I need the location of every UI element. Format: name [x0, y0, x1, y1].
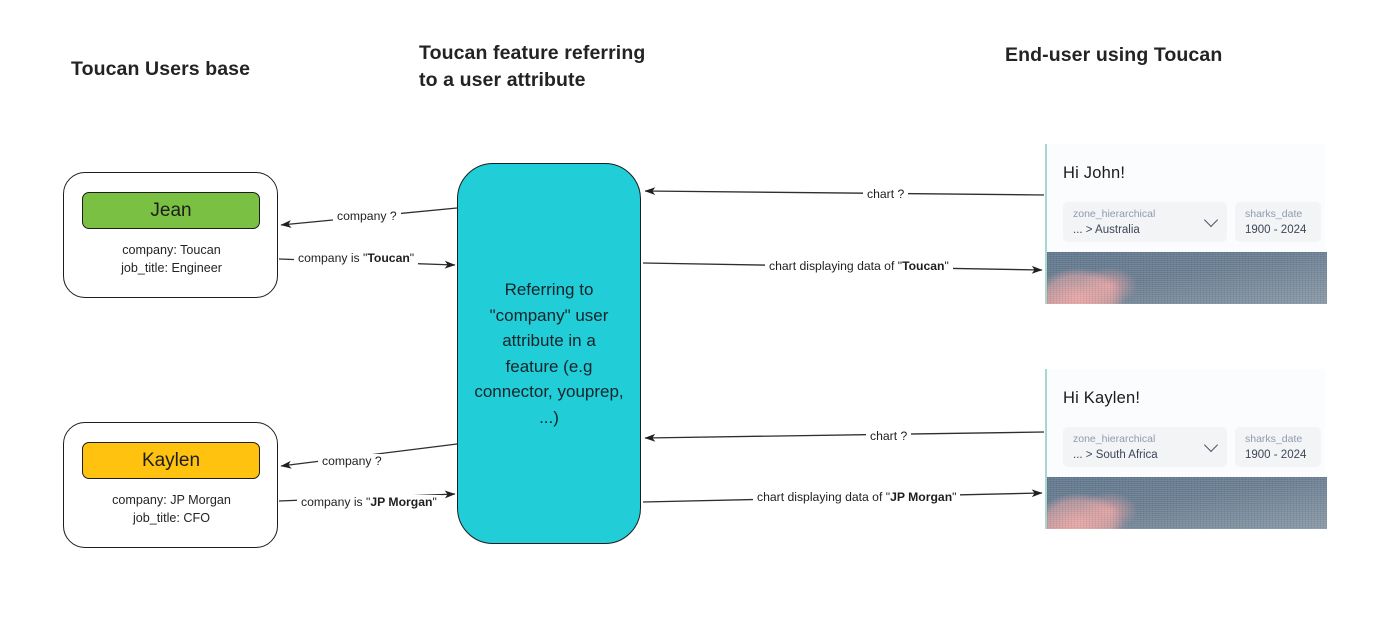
arrow-label-jean-answer-value: Toucan [367, 251, 410, 265]
user-attribute-company-jean: company: Toucan [122, 243, 221, 257]
user-attribute-jobtitle-jean: job_title: Engineer [121, 261, 222, 275]
arrow-label-kaylen-answer-suffix: " [432, 495, 437, 509]
filter-label: sharks_date [1245, 208, 1303, 220]
filter-value: 1900 - 2024 [1245, 449, 1307, 461]
arrow-label-kaylen-answer-prefix: company is " [301, 495, 371, 509]
dashboard-john: Hi John! zone_hierarchical ... > Austral… [1045, 144, 1327, 304]
feature-box-text: Referring to "company" user attribute in… [474, 280, 624, 427]
filter-sharks-date-kaylen[interactable]: sharks_date 1900 - 2024 [1235, 427, 1321, 467]
column-heading-feature-line1: Toucan feature referring [419, 42, 646, 64]
column-heading-end-user: End-user using Toucan [1005, 44, 1223, 66]
user-attributes-jean: company: Toucan job_title: Engineer [64, 241, 279, 277]
dashboard-filters-kaylen: zone_hierarchical ... > South Africa sha… [1063, 427, 1321, 467]
arrow-label-kaylen-answer: company is "JP Morgan" [297, 495, 441, 510]
arrow-label-john-chart-reply: chart displaying data of "Toucan" [765, 259, 953, 274]
filter-value: 1900 - 2024 [1245, 224, 1307, 236]
arrow-label-jean-query: company ? [333, 209, 401, 224]
arrow-label-john-chart-reply-suffix: " [944, 259, 949, 273]
arrow-label-john-chart-request: chart ? [863, 187, 909, 202]
filter-label: zone_hierarchical [1073, 208, 1156, 220]
filter-label: sharks_date [1245, 433, 1303, 445]
arrow-label-kaylen-chart-reply: chart displaying data of "JP Morgan" [753, 490, 961, 505]
filter-value: ... > Australia [1073, 224, 1140, 236]
user-name-chip-jean[interactable]: Jean [82, 192, 260, 229]
arrow-label-jean-answer: company is "Toucan" [294, 251, 419, 266]
dashboard-filters-john: zone_hierarchical ... > Australia sharks… [1063, 202, 1321, 242]
arrow-label-jean-answer-prefix: company is " [298, 251, 368, 265]
user-card-kaylen: Kaylen company: JP Morgan job_title: CFO [63, 422, 278, 548]
filter-value: ... > South Africa [1073, 449, 1158, 461]
arrow-label-kaylen-chart-request: chart ? [866, 429, 912, 444]
user-attributes-kaylen: company: JP Morgan job_title: CFO [64, 491, 279, 527]
dashboard-hero-image-kaylen [1047, 477, 1327, 529]
dashboard-greeting-john: Hi John! [1063, 164, 1126, 182]
arrow-label-kaylen-chart-reply-suffix: " [952, 490, 957, 504]
filter-label: zone_hierarchical [1073, 433, 1156, 445]
column-heading-feature: Toucan feature referring to a user attri… [419, 40, 719, 94]
feature-box: Referring to "company" user attribute in… [457, 163, 641, 544]
filter-zone-hierarchical-kaylen[interactable]: zone_hierarchical ... > South Africa [1063, 427, 1227, 467]
filter-zone-hierarchical-john[interactable]: zone_hierarchical ... > Australia [1063, 202, 1227, 242]
arrow-label-kaylen-chart-reply-prefix: chart displaying data of " [757, 490, 891, 504]
filter-sharks-date-john[interactable]: sharks_date 1900 - 2024 [1235, 202, 1321, 242]
dashboard-hero-image-john [1047, 252, 1327, 304]
column-heading-feature-line2: to a user attribute [419, 69, 586, 91]
user-card-jean: Jean company: Toucan job_title: Engineer [63, 172, 278, 298]
user-name-chip-kaylen[interactable]: Kaylen [82, 442, 260, 479]
dashboard-kaylen: Hi Kaylen! zone_hierarchical ... > South… [1045, 369, 1327, 529]
arrow-label-john-chart-reply-value: Toucan [902, 259, 945, 273]
arrow-label-kaylen-query: company ? [318, 454, 386, 469]
arrow-label-john-chart-reply-prefix: chart displaying data of " [769, 259, 903, 273]
column-heading-users-base: Toucan Users base [71, 58, 251, 80]
arrow-label-kaylen-answer-value: JP Morgan [370, 495, 433, 509]
arrow-label-jean-answer-suffix: " [409, 251, 415, 265]
arrow-label-kaylen-chart-reply-value: JP Morgan [890, 490, 953, 504]
user-attribute-company-kaylen: company: JP Morgan [112, 493, 231, 507]
dashboard-greeting-kaylen: Hi Kaylen! [1063, 389, 1141, 407]
user-attribute-jobtitle-kaylen: job_title: CFO [133, 511, 210, 525]
